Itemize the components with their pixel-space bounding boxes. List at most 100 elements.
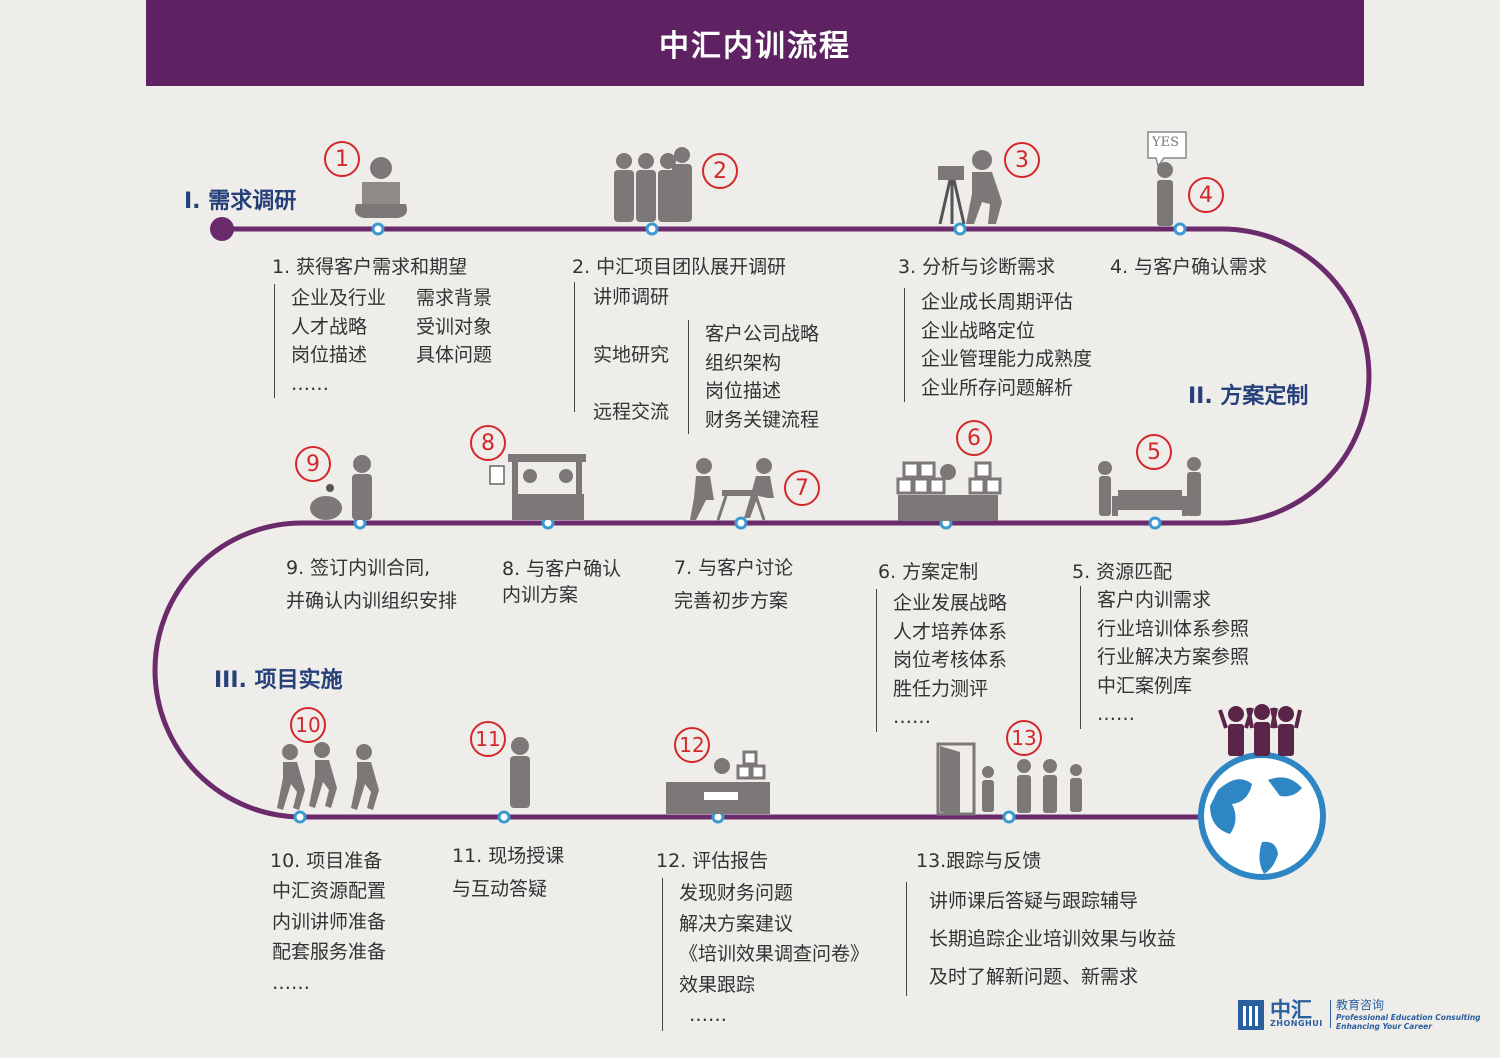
desk-with-boxes-icon xyxy=(896,461,1002,521)
step-number-6: 6 xyxy=(956,420,992,456)
yes-person-icon xyxy=(1147,131,1187,226)
list-item: 中汇案例库 xyxy=(1097,674,1193,697)
logo-tagline-en1: Professional Education Consulting xyxy=(1336,1013,1481,1022)
step-number-13: 13 xyxy=(1006,720,1042,756)
list-item: 效果跟踪 xyxy=(679,973,756,996)
title-line: 与互动答疑 xyxy=(452,878,548,900)
step-12-list: 发现财务问题 解决方案建议 《培训效果调查问卷》 效果跟踪 …… xyxy=(662,878,869,1031)
step-node-5 xyxy=(1148,516,1162,530)
step-number-4: 4 xyxy=(1188,177,1224,213)
list-item: 岗位描述 xyxy=(291,344,368,366)
step-1-title: 1. 获得客户需求和期望 xyxy=(272,256,468,278)
list-item: 组织架构 xyxy=(705,351,782,374)
list-item: 配套服务准备 xyxy=(272,941,387,963)
report-desk-icon xyxy=(666,750,770,814)
list-item: …… xyxy=(272,971,310,994)
logo-divider xyxy=(1330,1000,1331,1028)
list-item: 客户内训需求 xyxy=(1097,589,1212,611)
list-item: …… xyxy=(1097,703,1135,725)
list-item: 企业管理能力成熟度 xyxy=(921,348,1093,370)
track-start-dot xyxy=(210,217,234,241)
list-item: 人才培养体系 xyxy=(893,620,1008,643)
method-item: 讲师调研 xyxy=(593,286,670,308)
title-line: 11. 现场授课 xyxy=(452,845,565,867)
list-item: 中汇资源配置 xyxy=(272,880,387,902)
list-item: 行业解决方案参照 xyxy=(1097,646,1250,668)
list-item: 企业所存问题解析 xyxy=(921,376,1074,399)
list-item: 胜任力测评 xyxy=(893,677,989,700)
piggy-bank-person-icon xyxy=(310,455,372,520)
camera-operator-icon xyxy=(938,150,1002,225)
sofa-icon xyxy=(1098,457,1201,516)
step-2-title: 2. 中汇项目团队展开调研 xyxy=(572,256,787,278)
logo-tagline-en2: Enhancing Your Career xyxy=(1336,1022,1432,1031)
list-item: 客户公司战略 xyxy=(705,323,820,345)
title-line: 7. 与客户讨论 xyxy=(674,557,794,579)
title-line: 8. 与客户确认 xyxy=(502,558,622,580)
logo-mark-icon xyxy=(1238,1000,1264,1030)
step-number-11: 11 xyxy=(470,721,506,757)
step-node-13 xyxy=(1002,810,1016,824)
list-item: 具体问题 xyxy=(416,344,493,366)
company-logo: 中汇 ZHONGHUI 教育咨询 Professional Education … xyxy=(1238,996,1481,1032)
step-node-7 xyxy=(734,516,748,530)
laptop-person-icon xyxy=(355,157,407,218)
step-1-list-a: 企业及行业 人才战略 岗位描述 …… xyxy=(274,284,386,398)
logo-en: ZHONGHUI xyxy=(1270,1019,1323,1028)
title-line: 9. 签订内训合同, xyxy=(286,557,431,579)
list-item: 岗位考核体系 xyxy=(893,649,1008,671)
logo-cn: 中汇 xyxy=(1270,998,1312,1022)
step-6-title: 6. 方案定制 xyxy=(878,561,979,583)
step-number-3: 3 xyxy=(1004,142,1040,178)
step-7-title: 7. 与客户讨论 完善初步方案 xyxy=(674,552,793,618)
list-item: 受训对象 xyxy=(416,315,493,338)
step-12-title: 12. 评估报告 xyxy=(656,850,769,872)
step-10-title: 10. 项目准备 xyxy=(270,850,383,872)
step-3-list: 企业成长周期评估 企业战略定位 企业管理能力成熟度 企业所存问题解析 xyxy=(904,288,1092,402)
page-title: 中汇内训流程 xyxy=(146,0,1364,86)
list-item: 财务关键流程 xyxy=(705,408,820,431)
list-item: 人才战略 xyxy=(291,315,368,338)
list-item: 内训讲师准备 xyxy=(272,910,387,933)
phase-label-research: I. 需求调研 xyxy=(184,189,297,214)
list-item: 企业战略定位 xyxy=(921,319,1036,342)
list-item: 及时了解新问题、新需求 xyxy=(929,966,1139,988)
booth-icon xyxy=(489,454,586,520)
phase-label-customization: II. 方案定制 xyxy=(1188,384,1309,409)
list-item: 发现财务问题 xyxy=(679,882,794,904)
list-item: 解决方案建议 xyxy=(679,912,794,935)
step-number-5: 5 xyxy=(1136,434,1172,470)
list-item: 企业成长周期评估 xyxy=(921,291,1074,313)
walking-people-icon xyxy=(277,742,379,810)
list-item: 长期追踪企业培训效果与收益 xyxy=(929,928,1177,950)
method-item: 远程交流 xyxy=(593,401,670,423)
step-number-10: 10 xyxy=(290,707,326,743)
step-11-title: 11. 现场授课 与互动答疑 xyxy=(452,840,564,906)
step-number-12: 12 xyxy=(674,727,710,763)
step-number-8: 8 xyxy=(470,425,506,461)
list-item: 需求背景 xyxy=(416,287,493,309)
list-item: 《培训效果调查问卷》 xyxy=(679,943,870,965)
step-node-1 xyxy=(371,222,385,236)
step-number-7: 7 xyxy=(784,470,820,506)
step-10-list: 中汇资源配置 内训讲师准备 配套服务准备 …… xyxy=(272,876,386,998)
list-item: …… xyxy=(291,372,329,395)
team-icon xyxy=(614,147,692,222)
method-item: 实地研究 xyxy=(593,344,670,366)
step-node-4 xyxy=(1173,222,1187,236)
meeting-table-icon xyxy=(690,458,774,521)
list-item: 岗位描述 xyxy=(705,380,782,402)
step-13-title: 13.跟踪与反馈 xyxy=(916,850,1042,872)
title-line: 内训方案 xyxy=(502,584,579,606)
step-9-title: 9. 签订内训合同, 并确认内训组织安排 xyxy=(286,552,457,618)
globe-icon xyxy=(1198,704,1326,880)
step-node-11 xyxy=(497,810,511,824)
step-6-list: 企业发展战略 人才培养体系 岗位考核体系 胜任力测评 …… xyxy=(876,589,1007,732)
step-number-1: 1 xyxy=(324,141,360,177)
list-item: …… xyxy=(893,706,931,728)
logo-tagline-cn: 教育咨询 xyxy=(1336,998,1385,1012)
step-4-title: 4. 与客户确认需求 xyxy=(1110,256,1268,278)
list-item: …… xyxy=(689,1004,727,1026)
step-13-list: 讲师课后答疑与跟踪辅导 长期追踪企业培训效果与收益 及时了解新问题、新需求 xyxy=(906,882,1176,996)
speaker-icon xyxy=(510,737,530,808)
